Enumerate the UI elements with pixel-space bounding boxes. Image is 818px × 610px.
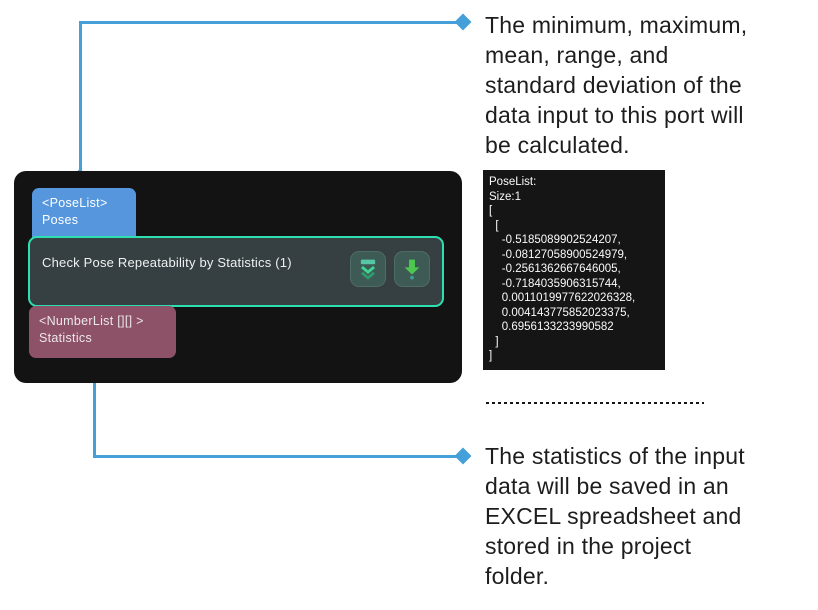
output-port-type-label: <NumberList [][] >: [39, 314, 144, 328]
input-port-poses[interactable]: <PoseList> Poses: [32, 188, 136, 238]
annotation-line: data will be saved in an: [485, 473, 729, 499]
value-line: -0.2561362667646005,: [489, 263, 621, 275]
annotation-bottom: The statistics of the input data will be…: [485, 441, 817, 591]
annotation-line: EXCEL spreadsheet and: [485, 503, 742, 529]
annotation-line: folder.: [485, 563, 550, 589]
connector-line-bottom-horizontal: [93, 455, 464, 458]
annotation-line: stored in the project: [485, 533, 692, 559]
value-line: -0.08127058900524979,: [489, 248, 628, 261]
value-line: 0.6956133233990582: [489, 321, 614, 333]
annotation-line: data input to this port will: [485, 102, 744, 128]
run-step-button[interactable]: [394, 251, 430, 287]
collapse-parameters-button[interactable]: [350, 251, 386, 287]
connector-line-top-vertical: [79, 21, 82, 173]
value-line: Size:1: [489, 190, 521, 203]
value-line: PoseList:: [489, 176, 537, 188]
double-chevron-down-icon: [360, 259, 376, 280]
connector-line-bottom-vertical: [93, 368, 96, 458]
annotation-top: The minimum, maximum, mean, range, and s…: [485, 10, 817, 160]
value-line: -0.7184035906315744,: [489, 277, 621, 290]
dotted-divider: [486, 402, 704, 404]
connector-diamond-bottom-right: [454, 447, 472, 465]
node-button-row: [350, 251, 430, 287]
value-line: ]: [489, 335, 499, 348]
output-port-statistics[interactable]: <NumberList [][] > Statistics: [29, 306, 176, 358]
value-line: 0.0011019977622026328,: [489, 292, 636, 304]
down-arrow-icon: [404, 259, 420, 280]
input-port-name: Poses: [42, 213, 79, 227]
annotation-line: be calculated.: [485, 132, 630, 158]
node-check-pose-repeatability[interactable]: <PoseList> Poses Check Pose Repeatabilit…: [14, 171, 462, 383]
connector-line-top-horizontal: [79, 21, 464, 24]
annotation-line: The statistics of the input: [485, 443, 745, 469]
node-body[interactable]: Check Pose Repeatability by Statistics (…: [28, 236, 444, 307]
annotation-line: mean, range, and: [485, 42, 669, 68]
output-port-name: Statistics: [39, 331, 93, 345]
value-line: [: [489, 205, 493, 217]
value-line: -0.5185089902524207,: [489, 234, 621, 246]
node-title: Check Pose Repeatability by Statistics (…: [42, 255, 292, 270]
annotation-line: The minimum, maximum,: [485, 12, 748, 38]
input-port-type-label: <PoseList>: [42, 196, 108, 210]
value-line: ]: [489, 350, 493, 362]
value-line: 0.004143775852023375,: [489, 306, 630, 319]
pose-list-value-panel: PoseList: Size:1 [ [ -0.5185089902524207…: [483, 170, 665, 370]
connector-diamond-top-right: [454, 13, 472, 31]
annotation-line: standard deviation of the: [485, 72, 742, 98]
value-line: [: [489, 219, 499, 232]
